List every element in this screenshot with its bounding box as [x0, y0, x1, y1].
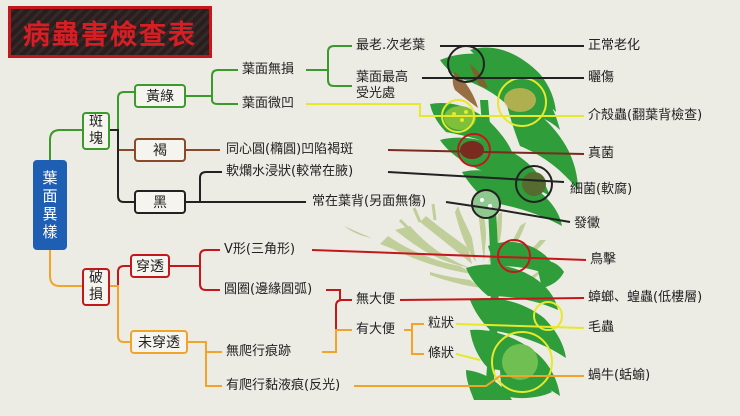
- label-back: 常在葉背(另面無傷): [312, 194, 427, 209]
- label-oldest: 最老.次老葉: [356, 38, 426, 53]
- label-soft: 軟爛水浸狀(較常在腋): [226, 164, 354, 179]
- label-concentric: 同心圓(橢圓)凹陷褐斑: [226, 142, 354, 157]
- label-feces-has: 有大便: [356, 322, 396, 337]
- title-banner: 病蟲害檢查表: [8, 6, 212, 58]
- label-strip: 條狀: [428, 346, 455, 361]
- result-bacteria: 細菌(軟腐): [570, 182, 633, 197]
- node-yellow-green-label: 黃綠: [146, 89, 174, 105]
- node-brown-label: 褐: [153, 143, 167, 159]
- result-bird: 鳥擊: [590, 252, 617, 267]
- label-circle: 圓圈(邊緣圓弧): [224, 282, 313, 297]
- label-dimpled: 葉面微凹: [242, 96, 295, 111]
- node-damage-label: 破損: [89, 270, 103, 303]
- node-black-label: 黑: [153, 195, 167, 211]
- result-cockroach: 蟑螂、蝗蟲(低樓層): [588, 290, 703, 305]
- node-black: 黑: [134, 190, 186, 214]
- root-label: 葉面異樣: [42, 169, 58, 241]
- result-scale: 介殼蟲(翻葉背檢查): [588, 108, 703, 123]
- page-title: 病蟲害檢查表: [23, 19, 197, 51]
- label-feces-none: 無大便: [356, 292, 396, 307]
- result-fungus: 真菌: [588, 146, 615, 161]
- node-not-through-label: 未穿透: [138, 335, 180, 351]
- result-caterpillar: 毛蟲: [588, 320, 615, 335]
- label-most-light: 葉面最高受光處: [356, 70, 409, 101]
- result-sunburn: 曬傷: [588, 70, 615, 85]
- node-spots: 斑塊: [82, 112, 110, 150]
- result-snail: 蝸牛(蛞蝓): [588, 368, 651, 383]
- node-damage: 破損: [82, 268, 110, 306]
- label-v-shape: V形(三角形): [224, 242, 296, 257]
- result-mildew: 發黴: [574, 216, 601, 231]
- label-granular: 粒狀: [428, 316, 455, 331]
- node-yellow-green: 黃綠: [134, 84, 186, 108]
- node-through: 穿透: [130, 254, 170, 278]
- connector-lines: [49, 45, 587, 387]
- label-intact: 葉面無損: [242, 62, 295, 77]
- node-brown: 褐: [134, 138, 186, 162]
- label-slime: 有爬行黏液痕(反光): [226, 378, 341, 393]
- result-normal-aging: 正常老化: [588, 38, 641, 53]
- label-no-trail: 無爬行痕跡: [226, 344, 292, 359]
- node-through-label: 穿透: [136, 259, 164, 275]
- root-node: 葉面異樣: [33, 160, 67, 250]
- node-not-through: 未穿透: [130, 330, 188, 354]
- node-spots-label: 斑塊: [89, 114, 103, 147]
